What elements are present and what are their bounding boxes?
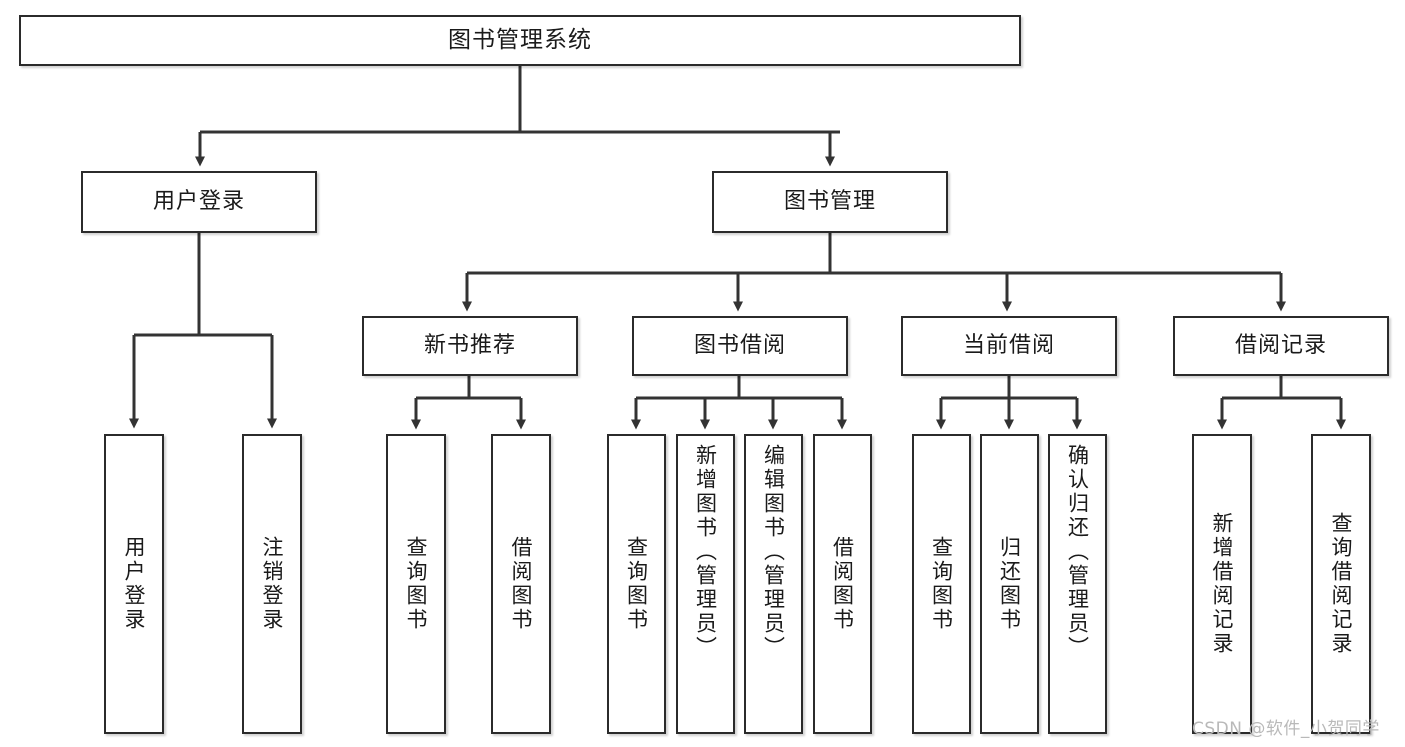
leaf-return-book-label: 归还图书 [997,536,1022,632]
node-book-management-label: 图书管理 [783,188,876,214]
leaf-query-book-1[interactable]: 查询图书 [386,434,446,734]
leaf-user-login[interactable]: 用户登录 [104,434,164,734]
leaf-logout-login[interactable]: 注销登录 [242,434,302,734]
leaf-confirm-return-admin[interactable]: 确认归还（管理员） [1048,434,1107,734]
leaf-add-borrow-record-label: 新增借阅记录 [1210,512,1235,656]
node-user-login[interactable]: 用户登录 [81,171,317,233]
leaf-edit-book-admin-label: 编辑图书（管理员） [761,444,786,660]
leaf-query-book-3-label: 查询图书 [929,536,954,632]
leaf-add-book-admin[interactable]: 新增图书（管理员） [676,434,735,734]
leaf-query-book-3[interactable]: 查询图书 [912,434,971,734]
node-borrow-record-label: 借阅记录 [1234,332,1327,358]
node-new-book-recommend[interactable]: 新书推荐 [362,316,578,376]
watermark: CSDN @软件_小贺同学 [1192,719,1380,739]
node-book-management[interactable]: 图书管理 [712,171,948,233]
node-current-borrow[interactable]: 当前借阅 [901,316,1117,376]
leaf-return-book[interactable]: 归还图书 [980,434,1039,734]
leaf-query-borrow-record[interactable]: 查询借阅记录 [1311,434,1371,734]
node-book-borrow[interactable]: 图书借阅 [632,316,848,376]
leaf-add-borrow-record[interactable]: 新增借阅记录 [1192,434,1252,734]
leaf-query-book-2-label: 查询图书 [624,536,649,632]
node-current-borrow-label: 当前借阅 [962,332,1055,358]
leaf-query-book-2[interactable]: 查询图书 [607,434,666,734]
leaf-query-book-1-label: 查询图书 [404,536,429,632]
leaf-borrow-book-2[interactable]: 借阅图书 [813,434,872,734]
leaf-logout-login-label: 注销登录 [260,536,285,632]
node-user-login-label: 用户登录 [152,188,245,214]
leaf-borrow-book-2-label: 借阅图书 [830,536,855,632]
leaf-query-borrow-record-label: 查询借阅记录 [1329,512,1354,656]
leaf-borrow-book-1-label: 借阅图书 [509,536,534,632]
leaf-borrow-book-1[interactable]: 借阅图书 [491,434,551,734]
node-book-borrow-label: 图书借阅 [693,332,786,358]
node-root-label: 图书管理系统 [448,26,592,53]
node-new-book-recommend-label: 新书推荐 [423,332,516,358]
node-root[interactable]: 图书管理系统 [19,15,1021,66]
leaf-add-book-admin-label: 新增图书（管理员） [693,444,718,660]
leaf-edit-book-admin[interactable]: 编辑图书（管理员） [744,434,803,734]
node-borrow-record[interactable]: 借阅记录 [1173,316,1389,376]
leaf-confirm-return-admin-label: 确认归还（管理员） [1065,444,1090,660]
leaf-user-login-label: 用户登录 [122,536,147,632]
